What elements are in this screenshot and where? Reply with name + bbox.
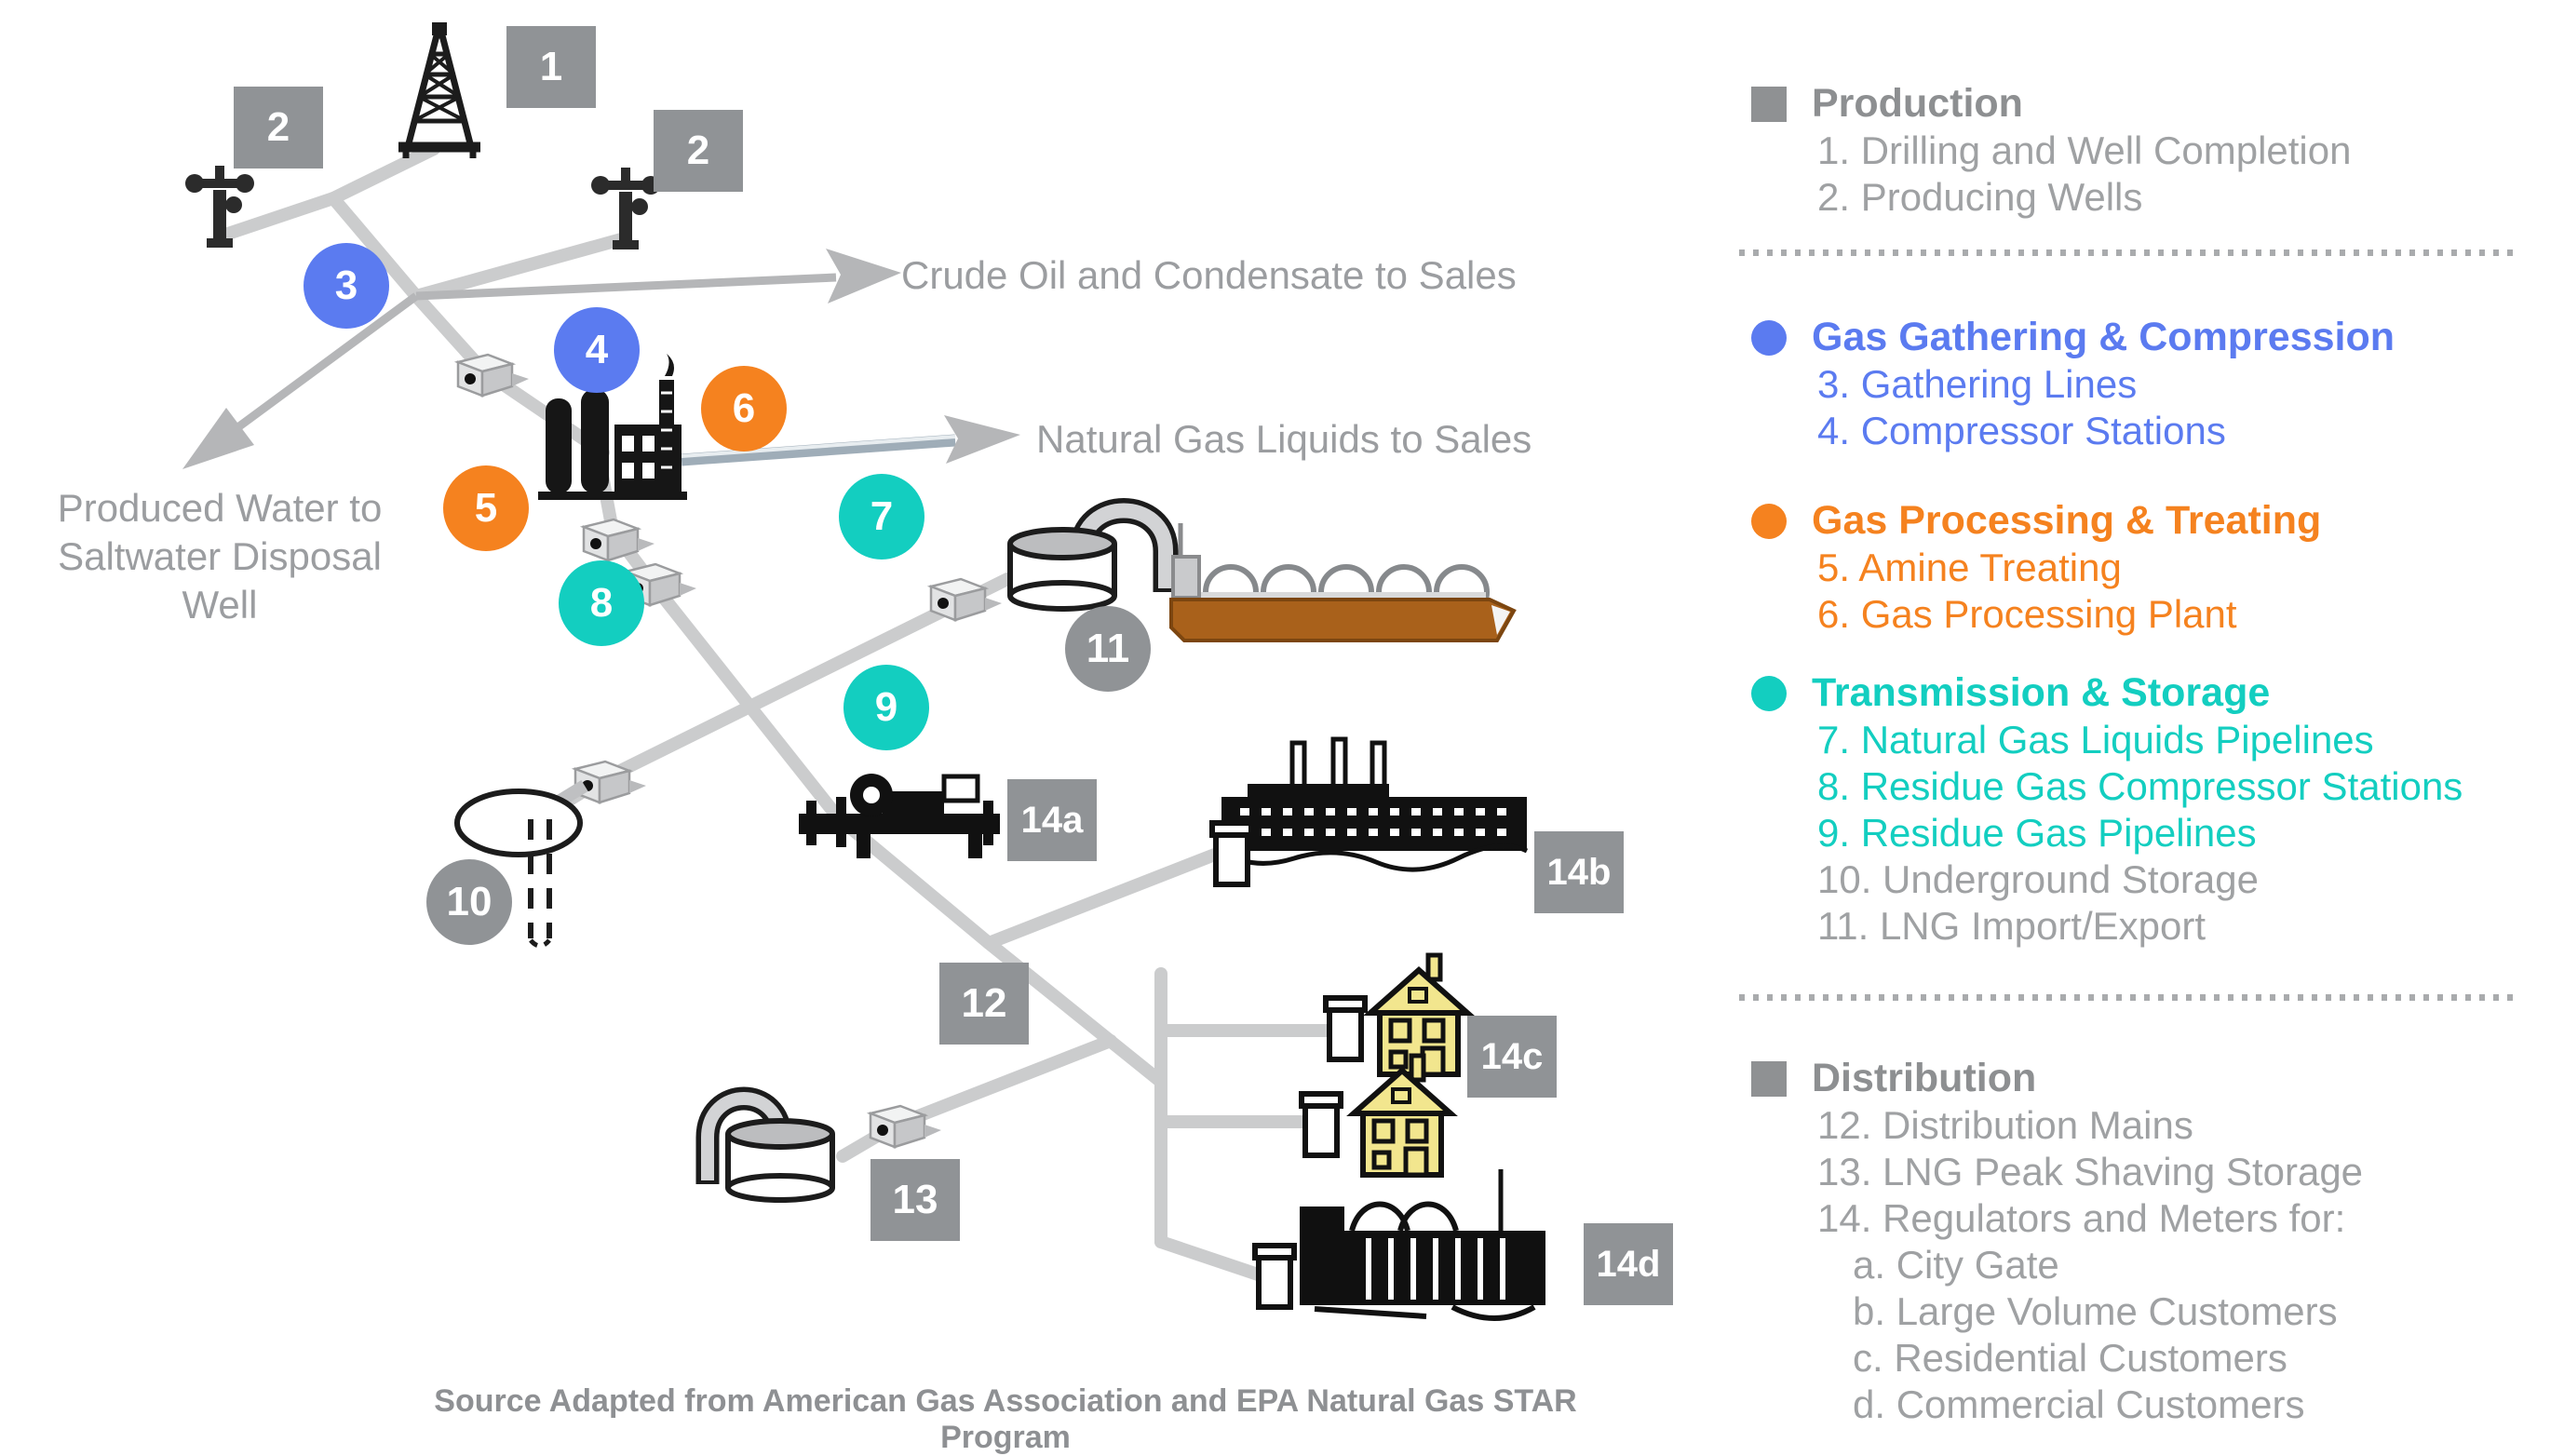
badge-producing-well-right: 2 bbox=[654, 110, 743, 192]
legend-section-title: Gas Processing & Treating bbox=[1812, 498, 2322, 543]
legend-item: 10. Underground Storage bbox=[1817, 857, 2259, 901]
badge-producing-well-left: 2 bbox=[234, 87, 323, 169]
crude-oil-arrow bbox=[415, 249, 901, 303]
compressor-station-icon bbox=[582, 518, 656, 562]
production-bullet-icon bbox=[1751, 87, 1787, 122]
produced-water-line-1: Produced Water to bbox=[57, 486, 383, 530]
badge-underground-storage: 10 bbox=[426, 859, 512, 945]
city-gate-station-icon bbox=[799, 774, 1000, 858]
legend-section-title: Gas Gathering & Compression bbox=[1812, 315, 2395, 359]
legend-sub-item: d. Commercial Customers bbox=[1853, 1382, 2305, 1426]
ngl-sales-label: Natural Gas Liquids to Sales bbox=[1036, 417, 1532, 461]
legend-item: 3. Gathering Lines bbox=[1817, 362, 2138, 406]
gas-meter-icon bbox=[1302, 1094, 1341, 1155]
legend-sub-item: a. City Gate bbox=[1853, 1243, 2059, 1287]
transmission-bullet-icon bbox=[1751, 676, 1787, 711]
legend-section-distribution: Distribution 12. Distribution Mains 13. … bbox=[1734, 1054, 2562, 1428]
gas-meter-icon bbox=[1255, 1246, 1294, 1307]
badge-compressor-station: 4 bbox=[554, 307, 640, 393]
legend-item: 2. Producing Wells bbox=[1817, 175, 2143, 219]
badge-gas-processing-plant: 6 bbox=[701, 366, 787, 452]
produced-water-arrow bbox=[182, 292, 419, 469]
produced-water-line-2: Saltwater Disposal Well bbox=[58, 534, 382, 627]
legend-section-title: Distribution bbox=[1812, 1056, 2037, 1100]
service-line-commercial bbox=[1154, 1235, 1273, 1284]
legend-item: 4. Compressor Stations bbox=[1817, 409, 2226, 452]
crude-oil-sales-label: Crude Oil and Condensate to Sales bbox=[901, 253, 1517, 297]
legend-item: 12. Distribution Mains bbox=[1817, 1103, 2193, 1147]
gas-meter-icon bbox=[1326, 998, 1365, 1059]
processing-bullet-icon bbox=[1751, 504, 1787, 539]
dotted-separator bbox=[1739, 249, 2521, 256]
badge-ngl-pipelines: 7 bbox=[839, 474, 924, 559]
legend-section-processing: Gas Processing & Treating 5. Amine Treat… bbox=[1734, 496, 2562, 638]
badge-gathering-lines: 3 bbox=[304, 243, 389, 329]
badge-city-gate: 14a bbox=[1007, 779, 1097, 861]
source-attribution: Source Adapted from American Gas Associa… bbox=[434, 1383, 1577, 1455]
badge-residue-pipelines: 9 bbox=[843, 665, 929, 750]
large-volume-customer-icon bbox=[1212, 736, 1529, 884]
legend-section-gathering: Gas Gathering & Compression 3. Gathering… bbox=[1734, 313, 2562, 454]
peak-shaving-tank-icon bbox=[695, 1086, 835, 1203]
commercial-building-icon bbox=[1255, 1169, 1545, 1321]
produced-water-label: Produced Water to Saltwater Disposal Wel… bbox=[15, 484, 425, 629]
distribution-bullet-icon bbox=[1751, 1061, 1787, 1097]
badge-large-volume: 14b bbox=[1534, 831, 1624, 913]
legend-section-transmission: Transmission & Storage 7. Natural Gas Li… bbox=[1734, 668, 2562, 950]
legend-item: 6. Gas Processing Plant bbox=[1817, 592, 2237, 636]
legend-item: 14. Regulators and Meters for: bbox=[1817, 1196, 2346, 1240]
producing-wellhead-icon bbox=[591, 168, 660, 249]
legend-item: 7. Natural Gas Liquids Pipelines bbox=[1817, 718, 2374, 762]
drilling-derrick-icon bbox=[398, 22, 480, 158]
gathering-bullet-icon bbox=[1751, 320, 1787, 356]
legend-section-title: Transmission & Storage bbox=[1812, 670, 2271, 715]
ngl-pipeline-icon bbox=[681, 415, 1020, 466]
dotted-separator bbox=[1739, 994, 2521, 1001]
legend-item: 9. Residue Gas Pipelines bbox=[1817, 811, 2257, 855]
gathering-line-main bbox=[327, 192, 610, 459]
branch-to-large-volume bbox=[982, 843, 1235, 950]
legend-item: 1. Drilling and Well Completion bbox=[1817, 128, 2352, 172]
badge-peak-shaving: 13 bbox=[870, 1159, 960, 1241]
legend-item: 5. Amine Treating bbox=[1817, 546, 2122, 589]
badge-residue-compressors: 8 bbox=[559, 560, 644, 646]
legend-section-production: Production 1. Drilling and Well Completi… bbox=[1734, 79, 2562, 221]
badge-amine-treating: 5 bbox=[443, 465, 529, 551]
badge-lng-import-export: 11 bbox=[1065, 606, 1151, 692]
legend-sub-item: b. Large Volume Customers bbox=[1853, 1289, 2338, 1333]
underground-storage-icon bbox=[454, 780, 588, 949]
lng-ship-icon bbox=[1169, 523, 1517, 642]
legend-sub-item: c. Residential Customers bbox=[1853, 1336, 2287, 1380]
gathering-line-wellhead-right bbox=[410, 232, 631, 303]
legend-item: 8. Residue Gas Compressor Stations bbox=[1817, 764, 2463, 808]
badge-commercial: 14d bbox=[1584, 1223, 1673, 1305]
legend-item: 11. LNG Import/Export bbox=[1817, 904, 2206, 948]
gas-processing-plant-icon bbox=[538, 354, 687, 500]
gas-meter-icon bbox=[1212, 823, 1251, 884]
badge-residential: 14c bbox=[1467, 1016, 1557, 1098]
legend-section-title: Production bbox=[1812, 81, 2023, 126]
badge-distribution-mains: 12 bbox=[939, 963, 1029, 1045]
legend-item: 13. LNG Peak Shaving Storage bbox=[1817, 1150, 2364, 1193]
badge-drilling: 1 bbox=[506, 26, 596, 108]
producing-wellhead-icon bbox=[185, 166, 254, 248]
lng-storage-tank-icon bbox=[1007, 498, 1179, 612]
